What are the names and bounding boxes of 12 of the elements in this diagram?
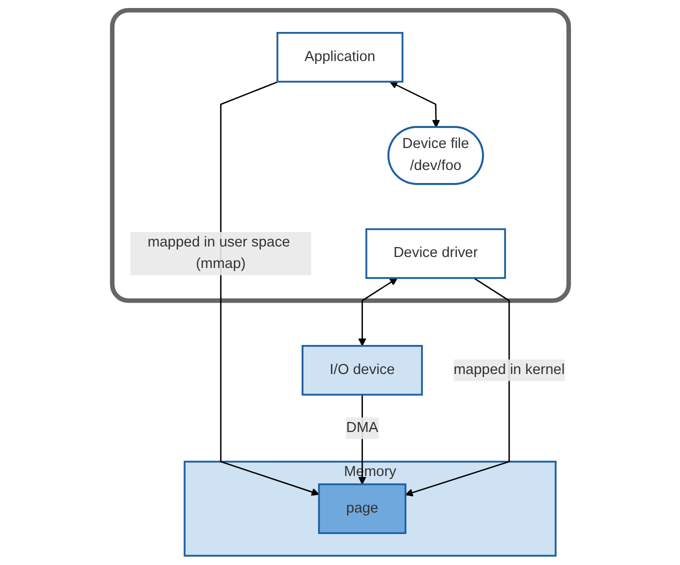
node-box: page <box>318 482 406 534</box>
cluster <box>110 7 570 302</box>
node-box: Device driver <box>364 228 506 278</box>
arrow <box>358 277 398 346</box>
edge-label: mapped in user space (mmap) <box>147 234 290 272</box>
node-box: Application <box>276 31 403 82</box>
edge-label: mapped in kernel <box>453 362 564 378</box>
node-box: I/O device <box>301 344 422 396</box>
arrow <box>389 80 440 128</box>
arrow <box>404 276 510 496</box>
edge-label: DMA <box>346 420 378 435</box>
arrow <box>220 80 319 496</box>
